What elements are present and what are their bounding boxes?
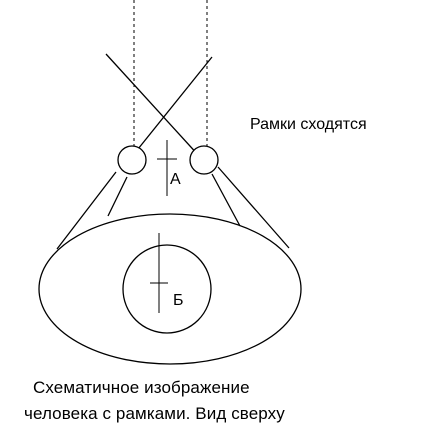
head-outline [122, 244, 212, 334]
right-arm-outer [217, 166, 290, 249]
right-hand-circle [189, 145, 219, 175]
left-arm-inner [107, 176, 128, 217]
frames-converge-label: Рамки сходятся [250, 116, 367, 133]
left-arm-outer [56, 171, 117, 250]
right-frame-rod [129, 56, 213, 160]
point-a-label: А [170, 171, 181, 188]
body-outline [38, 213, 302, 365]
left-hand-circle [117, 145, 147, 175]
right-arm-inner [211, 173, 241, 227]
caption-line-2: человека с рамками. Вид сверху [24, 404, 285, 423]
point-b-label: Б [173, 292, 184, 309]
left-frame-rod [105, 53, 201, 158]
caption-line-1: Схематичное изображение [33, 378, 250, 397]
